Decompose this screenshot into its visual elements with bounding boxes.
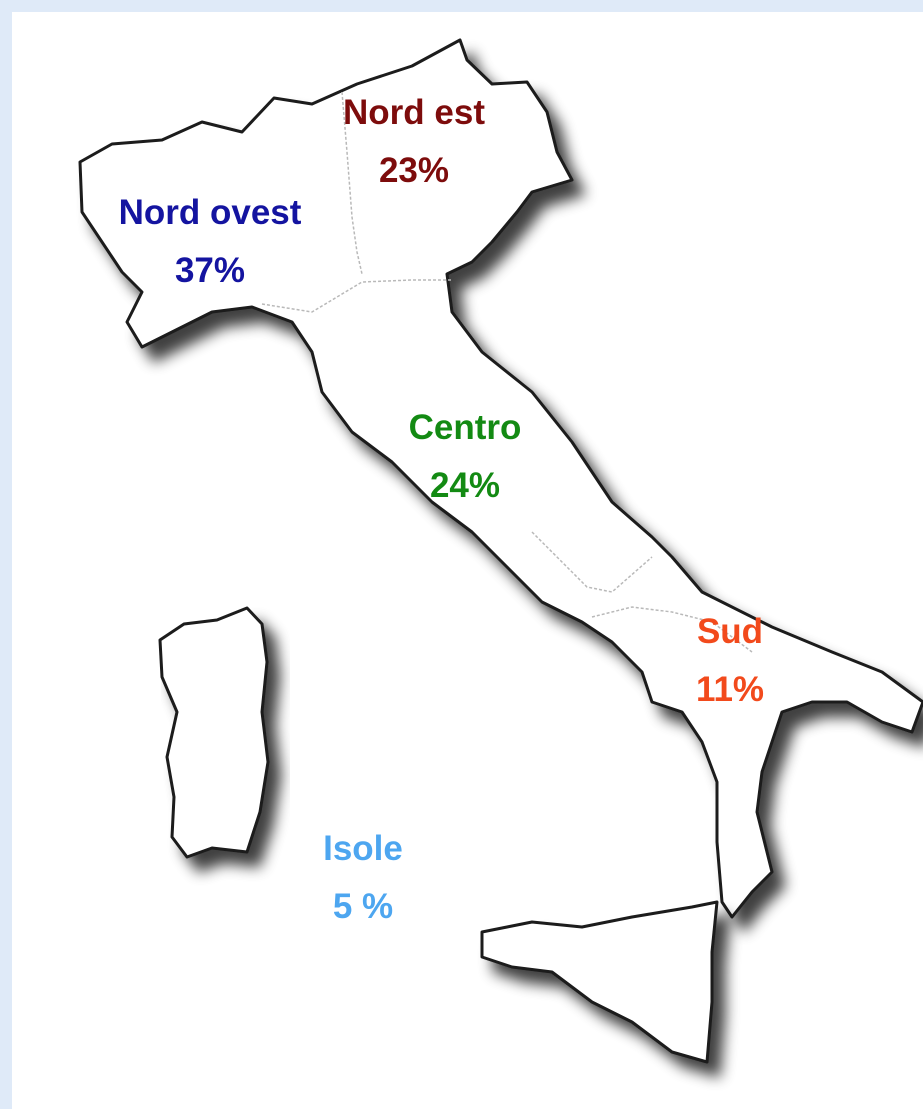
border-centro-sud <box>531 531 653 593</box>
region-value-centro: 24% <box>429 466 501 505</box>
border-nord-ovest-nord-est <box>341 91 363 275</box>
region-name-sud: Sud <box>696 612 764 651</box>
sicily-shape <box>480 900 719 1064</box>
region-value-sud: 11% <box>695 670 765 709</box>
region-name-nord-ovest: Nord ovest <box>118 193 302 232</box>
map-frame: Nord ovest 37% Nord est 23% Centro 24% S… <box>12 12 923 1109</box>
sardinia-shape <box>158 606 270 859</box>
border-nord-centro <box>261 279 452 313</box>
region-label-centro: Centro 24% <box>409 399 522 515</box>
border-sud-internal <box>591 606 753 653</box>
region-name-isole: Isole <box>323 829 403 868</box>
italy-map <box>78 38 923 1064</box>
region-name-centro: Centro <box>408 408 522 447</box>
mainland-shape <box>78 38 923 919</box>
region-value-isole: 5 % <box>332 887 394 926</box>
region-name-nord-est: Nord est <box>343 93 485 132</box>
region-label-isole: Isole 5 % <box>323 820 403 936</box>
region-value-nord-ovest: 37% <box>174 251 246 290</box>
region-label-nord-ovest: Nord ovest 37% <box>119 184 302 300</box>
region-label-nord-est: Nord est 23% <box>343 84 485 200</box>
region-label-sud: Sud 11% <box>696 603 764 719</box>
region-value-nord-est: 23% <box>378 151 450 190</box>
